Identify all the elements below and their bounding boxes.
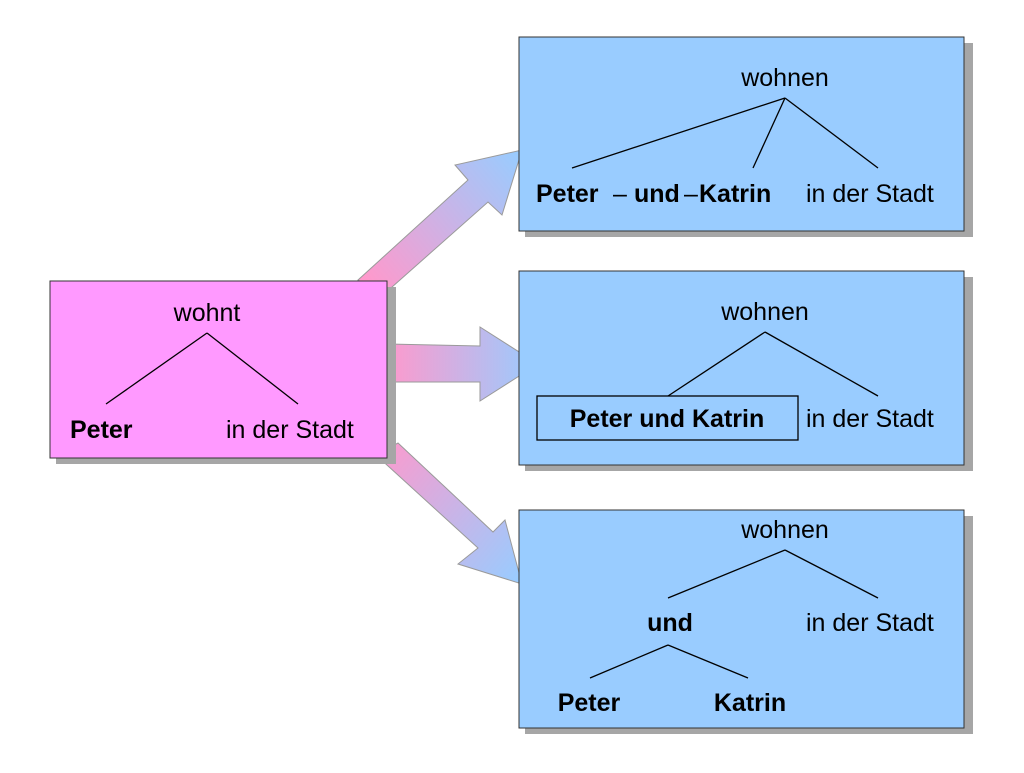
arrow-up <box>357 149 523 296</box>
target-top-und: und <box>634 180 680 208</box>
target-bottom-stadt: in der Stadt <box>806 609 934 637</box>
target-middle-branch-right <box>764 331 879 397</box>
target-bottom-branch-right <box>784 549 879 599</box>
coordination-frame <box>536 395 799 441</box>
target-top-branch-left <box>571 97 786 169</box>
arrow-down <box>375 442 523 585</box>
target-bottom-sub-branch-left <box>589 644 669 679</box>
target-tree-top: wohnen Peter – und – Katrin in der Stadt <box>518 36 973 237</box>
target-top-katrin: Katrin <box>699 180 771 208</box>
target-middle-box <box>518 270 965 466</box>
target-middle-head-label: wohnen <box>720 298 809 326</box>
target-bottom-katrin: Katrin <box>714 689 786 717</box>
target-bottom-peter: Peter <box>558 689 621 717</box>
target-tree-middle: wohnen Peter und Katrin in der Stadt <box>518 270 973 471</box>
target-tree-bottom: wohnen und in der Stadt Peter Katrin <box>518 509 973 734</box>
target-middle-branch-left <box>667 331 766 397</box>
target-bottom-branch-left <box>667 549 786 599</box>
source-tree: wohnt Peter in der Stadt <box>49 280 396 464</box>
source-box <box>49 280 388 459</box>
target-top-box <box>518 36 965 232</box>
target-top-dash-1: – <box>613 180 627 208</box>
target-top-branch-mid <box>752 97 786 169</box>
target-bottom-head-label: wohnen <box>740 516 829 544</box>
target-top-branch-right <box>784 97 879 169</box>
target-top-head-label: wohnen <box>740 64 829 92</box>
target-top-stadt: in der Stadt <box>806 180 934 208</box>
source-branch-right <box>206 332 299 405</box>
source-head-label: wohnt <box>173 299 241 327</box>
target-middle-stadt: in der Stadt <box>806 405 934 433</box>
target-middle-boxed-label: Peter und Katrin <box>570 405 764 433</box>
target-bottom-und: und <box>647 609 693 637</box>
source-leaf-peter: Peter <box>70 416 133 444</box>
target-bottom-box <box>518 509 965 729</box>
arrow-middle <box>387 326 539 402</box>
target-bottom-sub-branch-right <box>667 644 749 679</box>
target-top-peter: Peter <box>536 180 599 208</box>
source-branch-left <box>105 332 208 405</box>
target-top-dash-2: – <box>684 180 698 208</box>
source-leaf-stadt: in der Stadt <box>226 416 354 444</box>
